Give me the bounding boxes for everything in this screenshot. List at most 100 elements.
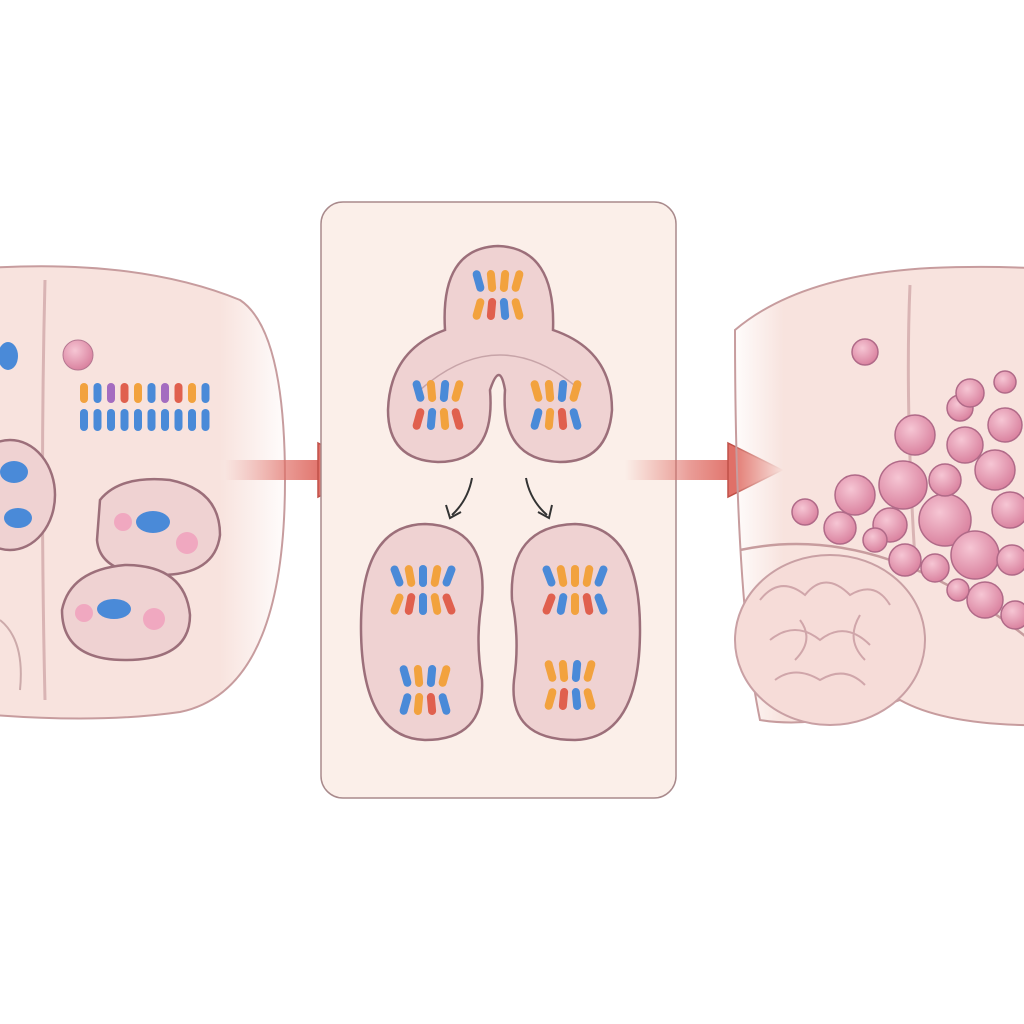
chromosome	[134, 383, 142, 403]
tumor-cell	[991, 491, 1024, 529]
chromosome	[390, 565, 404, 587]
chromosome	[174, 409, 183, 431]
chromosome	[147, 383, 156, 403]
tumor-cell	[834, 474, 876, 516]
chromosomes	[390, 270, 608, 715]
chromosome	[412, 380, 425, 402]
curved-arrow-down-right-icon	[525, 477, 548, 516]
chromosome	[188, 383, 196, 403]
tumor-cell	[974, 449, 1016, 491]
chromosome	[499, 270, 510, 292]
chromosome	[472, 298, 485, 320]
tumor-cell	[993, 370, 1017, 394]
chromosome	[594, 593, 608, 615]
chromosome	[426, 380, 437, 402]
chromosome	[107, 409, 115, 431]
tumor-cell	[987, 407, 1023, 443]
brain-like-mass	[734, 554, 926, 726]
chromosome	[430, 565, 442, 587]
tumor-cluster	[791, 338, 1024, 630]
chromosome	[419, 565, 427, 587]
tumor-cell	[823, 511, 857, 545]
small-sphere	[62, 339, 94, 371]
tumor-cell	[791, 498, 819, 526]
chromosome	[107, 383, 115, 403]
chromosome	[544, 688, 557, 710]
chromosome	[80, 383, 88, 403]
chromosome	[201, 409, 210, 431]
chromosome	[583, 688, 596, 710]
chromosome	[557, 408, 568, 430]
chromosome	[93, 383, 102, 403]
tumor-cell	[888, 543, 922, 577]
chromosome	[413, 693, 424, 715]
chromosome	[413, 665, 424, 687]
chromosome	[530, 380, 543, 402]
chromosome	[486, 298, 497, 320]
daughter-cell-right	[510, 522, 642, 742]
chromosome	[174, 383, 183, 403]
normal-tissue	[0, 265, 287, 720]
chromosome	[161, 383, 169, 403]
chromosome	[530, 408, 543, 430]
chromosome	[404, 565, 416, 587]
chromosome	[569, 408, 582, 430]
chromosome	[120, 409, 129, 431]
chromosome	[583, 660, 596, 682]
tumor-cell	[946, 578, 970, 602]
chromosome	[486, 270, 497, 292]
chromosome	[542, 565, 556, 587]
chromosome	[569, 380, 582, 402]
chromosome	[419, 593, 427, 615]
chromosome	[544, 380, 555, 402]
curved-arrow-down-left-icon	[451, 477, 473, 516]
chromosome	[556, 565, 568, 587]
chromosome	[390, 593, 404, 615]
chromosome	[188, 409, 196, 431]
chromosome	[571, 688, 582, 710]
chromosome	[161, 409, 169, 431]
chromosome	[499, 298, 510, 320]
tumor-cell	[966, 581, 1004, 619]
tumor-cell	[928, 463, 962, 497]
chromosome	[451, 408, 464, 430]
chromosome	[412, 408, 425, 430]
chromosome	[442, 565, 456, 587]
chromosome	[80, 409, 88, 431]
chromosome	[544, 660, 557, 682]
tumor-cell	[894, 414, 936, 456]
chromosome	[426, 408, 437, 430]
mitosis-panel	[320, 201, 677, 799]
tumor-cell	[996, 544, 1024, 576]
chromosome	[557, 380, 568, 402]
tumor-cell	[1000, 600, 1024, 630]
chromosome	[558, 688, 569, 710]
chromosome	[451, 380, 464, 402]
chromosome	[571, 593, 579, 615]
chromosome	[594, 565, 608, 587]
chromosome	[404, 593, 416, 615]
chromosome	[134, 409, 142, 431]
chromosome	[556, 593, 568, 615]
chromosome	[201, 383, 210, 403]
chromosome	[472, 270, 485, 292]
tumor-cell	[955, 378, 985, 408]
chromosome	[571, 660, 582, 682]
chromosome	[399, 693, 412, 715]
chromosome	[426, 693, 437, 715]
chromosome	[147, 409, 156, 431]
tumor-cell	[862, 527, 888, 553]
chromosome	[511, 270, 524, 292]
chromosome	[430, 593, 442, 615]
chromosome	[442, 593, 456, 615]
tumor-cell	[946, 426, 984, 464]
chromosome	[399, 665, 412, 687]
chromosome	[93, 409, 102, 431]
chromosome-row	[80, 383, 210, 431]
tumor-cell	[920, 553, 950, 583]
chromosome	[571, 565, 579, 587]
chromosome	[120, 383, 129, 403]
tumor-cell	[950, 530, 1000, 580]
